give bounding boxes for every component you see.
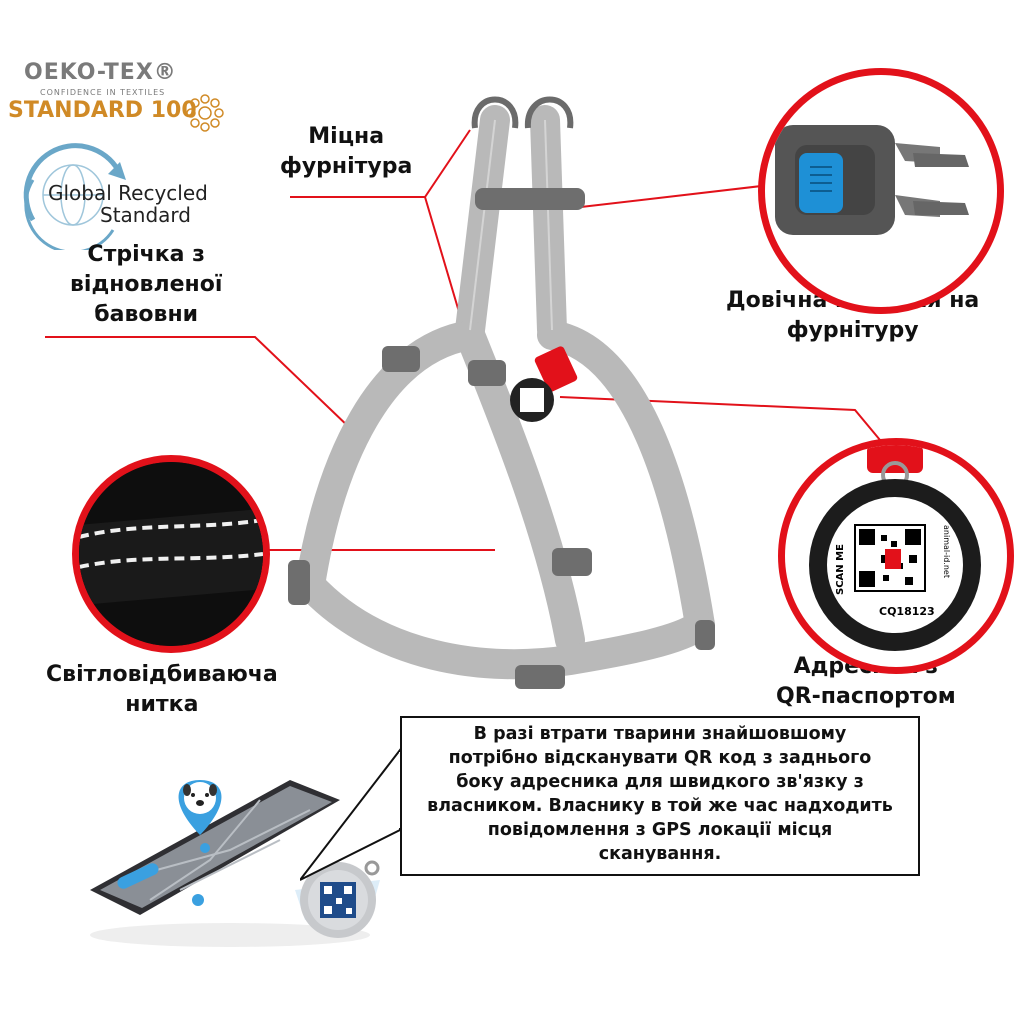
buckle-icon	[775, 125, 969, 235]
qr-tag-icon	[809, 445, 981, 651]
oeko-tex-standard: STANDARD 100	[8, 98, 197, 123]
label-reflective-line-1: Світловідбиваюча	[46, 662, 278, 687]
smartphone-map-icon	[90, 780, 380, 947]
tag-site: animal-id.net	[942, 525, 951, 578]
info-line-3: боку адресника для швидкого зв'язку з	[456, 772, 864, 792]
grs-line-1: Global Recycled	[48, 181, 208, 205]
callout-pointer	[300, 747, 403, 881]
oeko-tex-tagline: CONFIDENCE IN TEXTILES	[40, 88, 166, 97]
grs-text: Global Recycled Standard	[48, 182, 208, 226]
oeko-tex-brand: OEKO-TEX®	[24, 60, 177, 85]
info-line-1: В разі втрати тварини знайшовшому	[473, 724, 847, 744]
label-cotton-line-2: відновленої	[70, 272, 223, 297]
buckle-closeup	[758, 68, 1004, 314]
info-line-5: повідомлення з GPS локації місця	[487, 820, 833, 840]
tag-code: CQ18123	[879, 605, 935, 618]
info-line-2: потрібно відсканувати QR код з заднього	[448, 748, 872, 768]
reflective-strap-icon	[79, 462, 263, 646]
label-hardware: Міцна фурнітура	[280, 122, 412, 182]
label-tag-line-2: QR-паспортом	[776, 684, 956, 709]
tag-scan-text: SCAN ME	[835, 544, 846, 595]
tag-closeup: SCAN ME CQ18123 animal-id.net	[778, 438, 1014, 674]
info-line-6: сканування.	[598, 844, 722, 864]
grs-line-2: Standard	[100, 203, 191, 227]
info-line-4: власником. Власнику в той же час надходи…	[427, 796, 893, 816]
label-reflective: Світловідбиваюча нитка	[46, 660, 278, 720]
harness-image	[288, 96, 715, 689]
label-cotton: Стрічка з відновленої бавовни	[70, 240, 222, 330]
label-warranty-line-2: фурнітуру	[786, 318, 919, 343]
label-hardware-line-2: фурнітура	[280, 154, 413, 179]
label-hardware-line-1: Міцна	[308, 124, 385, 149]
label-cotton-line-3: бавовни	[94, 302, 199, 327]
reflective-closeup	[72, 455, 270, 653]
label-reflective-line-2: нитка	[125, 692, 199, 717]
info-box: В разі втрати тварини знайшовшому потріб…	[400, 716, 920, 876]
label-cotton-line-1: Стрічка з	[87, 242, 205, 267]
globe-arrows-icon	[23, 143, 126, 250]
flower-icon	[186, 94, 224, 132]
